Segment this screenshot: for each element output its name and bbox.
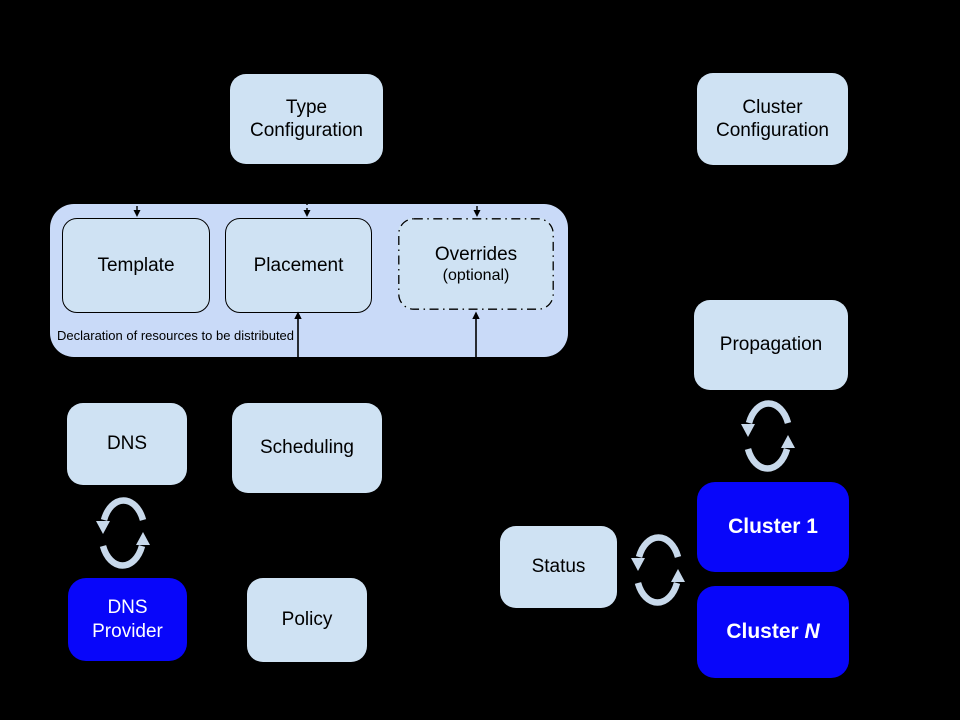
policy-label: Policy <box>281 609 333 631</box>
scheduling-label: Scheduling <box>259 437 355 459</box>
status-label: Status <box>531 556 586 578</box>
overrides-sublabel: (optional) <box>442 267 510 285</box>
cluster-configuration-label: Cluster Configuration <box>715 96 830 141</box>
node-placement: Placement <box>225 218 372 313</box>
propagation-label: Propagation <box>719 334 823 356</box>
placement-label: Placement <box>253 254 344 276</box>
node-propagation: Propagation <box>694 300 848 390</box>
node-dns: DNS <box>67 403 187 485</box>
node-cluster-n: Cluster N <box>697 586 849 678</box>
node-policy: Policy <box>247 578 367 662</box>
cluster-n-label-prefix: Cluster <box>726 620 805 644</box>
node-cluster-configuration: Cluster Configuration <box>697 73 848 165</box>
dns-label: DNS <box>106 433 148 455</box>
overrides-dashdot-border <box>398 218 554 310</box>
overrides-label: Overrides <box>434 244 518 266</box>
resource-declaration-caption: Declaration of resources to be distribut… <box>57 328 295 343</box>
dns-provider-label: DNS Provider <box>92 597 163 642</box>
cluster-n-label-suffix: N <box>804 620 820 644</box>
sync-arrows-icon <box>631 538 687 605</box>
node-type-configuration: Type Configuration <box>230 74 383 164</box>
cluster-1-label: Cluster 1 <box>728 515 818 539</box>
node-template: Template <box>62 218 210 313</box>
template-label: Template <box>97 254 175 276</box>
cluster-n-label: Cluster N <box>726 619 819 645</box>
sync-arrows-icon <box>96 501 152 568</box>
node-dns-provider: DNS Provider <box>68 578 187 661</box>
sync-arrows-icon <box>741 404 797 471</box>
node-status: Status <box>500 526 617 608</box>
node-scheduling: Scheduling <box>232 403 382 493</box>
type-configuration-label: Type Configuration <box>249 96 364 141</box>
node-cluster-1: Cluster 1 <box>697 482 849 572</box>
node-overrides: Overrides (optional) <box>398 218 554 310</box>
